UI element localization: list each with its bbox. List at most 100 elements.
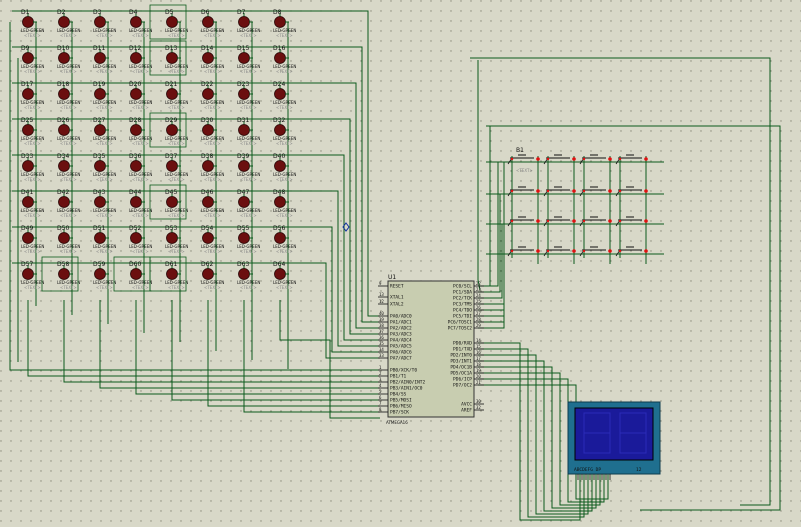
keypad-button[interactable]	[579, 216, 612, 227]
keypad-button[interactable]	[615, 216, 648, 227]
keypad-button[interactable]	[543, 154, 576, 165]
keypad-button[interactable]	[543, 186, 576, 197]
led-text: <TEXT>	[132, 141, 149, 146]
keypad-button[interactable]	[615, 186, 648, 197]
led-part: LED-GREEN	[237, 64, 260, 69]
led-designator: D10	[57, 45, 69, 52]
led-text: <TEXT>	[204, 177, 221, 182]
led-designator: D60	[129, 261, 141, 268]
led-row-wire	[12, 10, 380, 317]
led-text: <TEXT>	[24, 69, 41, 74]
keypad-button[interactable]	[579, 154, 612, 165]
keypad-button[interactable]	[615, 154, 648, 165]
led-designator: D37	[165, 153, 177, 160]
keypad-button[interactable]	[579, 246, 612, 257]
keypad-button[interactable]	[543, 246, 576, 257]
keypad-button[interactable]	[507, 216, 540, 227]
keypad-button[interactable]	[507, 154, 540, 165]
led-designator: D15	[237, 45, 249, 52]
keypad-button[interactable]	[615, 246, 648, 257]
keypad-button[interactable]	[579, 186, 612, 197]
keypad-button[interactable]	[543, 216, 576, 227]
led-part: LED-GREEN	[165, 172, 188, 177]
keypad-button[interactable]	[507, 186, 540, 197]
led-body	[238, 196, 250, 208]
mcu-u1[interactable]: U1ATMEGA169RESET13XTAL112XTAL240PA0/ADC0…	[378, 274, 484, 425]
mcu-pin-label: PB5/MOSI	[390, 398, 412, 404]
led-body	[274, 268, 286, 280]
mcu-pin-number: 17	[476, 356, 481, 361]
button-pin	[644, 189, 648, 193]
keypad-button[interactable]	[507, 246, 540, 257]
led-text: <TEXT>	[60, 105, 77, 110]
mcu-pd-wire	[478, 372, 601, 506]
